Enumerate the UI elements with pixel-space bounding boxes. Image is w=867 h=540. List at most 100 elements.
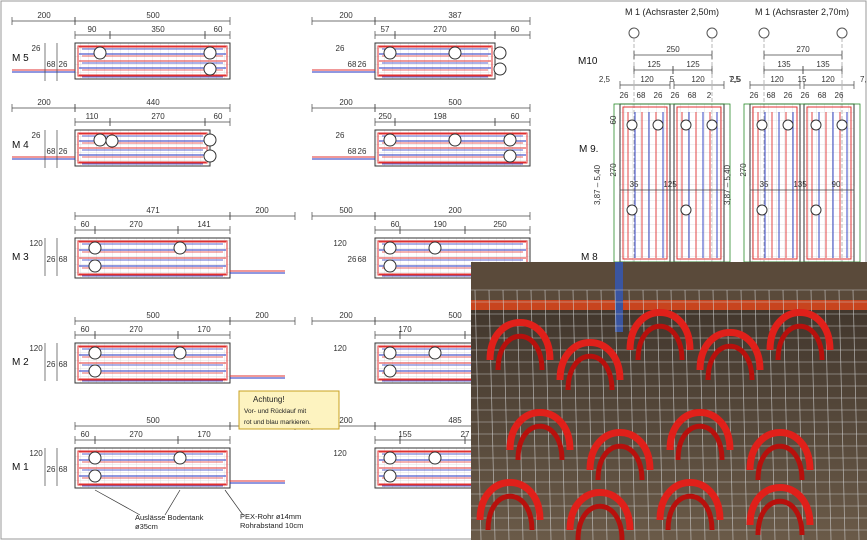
dim-b: 27 xyxy=(461,430,470,439)
dim-cell: 120 xyxy=(691,75,705,84)
dim-sub: 26 xyxy=(671,91,680,100)
red-pipe-loop xyxy=(696,329,764,371)
dim-half: 125 xyxy=(686,60,700,69)
red-pipe-loop xyxy=(485,493,535,531)
red-pipe-loop xyxy=(506,409,574,451)
red-pipe-loop xyxy=(665,493,715,531)
pipe-border xyxy=(752,106,798,260)
note-box: Achtung! Vor- und Rücklauf mit rot und b… xyxy=(238,390,340,430)
axis-marker xyxy=(758,27,770,39)
floor-tank-outlet xyxy=(493,46,507,60)
note-line2: rot und blau markieren. xyxy=(244,419,311,426)
floor-tank-outlet xyxy=(810,204,822,216)
dim-height-inner: 270 xyxy=(609,163,618,177)
floor-tank-outlet xyxy=(428,241,442,255)
dim-edge: 7,5 xyxy=(729,75,741,84)
dim-side: 120 xyxy=(333,344,347,353)
dim-c: 60 xyxy=(511,112,520,121)
floor-tank-outlet xyxy=(652,119,664,131)
red-pipe-loop xyxy=(556,339,624,381)
dim-side: 26 xyxy=(47,465,56,474)
floor-tank-outlet xyxy=(383,346,397,360)
dim-sub: 26 xyxy=(654,91,663,100)
dim-side: 26 xyxy=(47,360,56,369)
dim-c: 250 xyxy=(493,220,507,229)
pipe-border xyxy=(77,450,228,486)
red-pipe-loop xyxy=(746,484,814,526)
dim-c: 170 xyxy=(197,430,211,439)
module-name: M 5 xyxy=(12,53,29,64)
red-pipe-loop xyxy=(755,498,805,536)
floor-tank-outlet xyxy=(88,469,102,483)
rebar-vertical xyxy=(852,289,860,540)
floor-tank-outlet xyxy=(756,204,768,216)
dim-c: 60 xyxy=(511,25,520,34)
dim-total: 270 xyxy=(796,45,810,54)
dim-sub: 68 xyxy=(688,91,697,100)
dim-a: 110 xyxy=(86,112,99,121)
dim-cell: 120 xyxy=(770,75,784,84)
module-name: M 9. xyxy=(579,144,598,155)
floor-tank-outlet xyxy=(810,119,822,131)
dim-side: 68 xyxy=(348,147,357,156)
floor-tank-outlet xyxy=(203,62,217,76)
red-pipe-loop xyxy=(635,323,685,361)
red-pipe-loop xyxy=(566,489,634,531)
floor-tank-outlet xyxy=(383,259,397,273)
dim-edge: 2,5 xyxy=(599,75,611,84)
red-pipe-loop xyxy=(476,479,544,521)
pipe-border xyxy=(377,132,528,164)
rebar-vertical xyxy=(488,289,496,540)
dim-sub: 68 xyxy=(637,91,646,100)
rebar-pipe-photo xyxy=(471,262,867,540)
red-pipe-loop xyxy=(575,503,625,540)
dim-side: 26 xyxy=(336,44,345,53)
dim-b: 198 xyxy=(433,112,447,121)
dim-feed: 200 xyxy=(255,206,269,215)
dim-side: 120 xyxy=(333,449,347,458)
module-label-m10: M10 xyxy=(578,56,598,67)
floor-tank-outlet xyxy=(493,62,507,76)
red-pipe-loop xyxy=(675,423,725,461)
dim-c: 170 xyxy=(197,325,211,334)
floor-tank-outlet xyxy=(383,241,397,255)
dim-sub: 26 xyxy=(750,91,759,100)
dim-b: 350 xyxy=(151,25,165,34)
floor-tank-outlet xyxy=(680,204,692,216)
dim-c: 60 xyxy=(214,25,223,34)
module-name: M 3 xyxy=(12,252,29,263)
floor-tank-outlet xyxy=(503,133,517,147)
dim-side: 68 xyxy=(348,60,357,69)
floor-tank-outlet xyxy=(383,451,397,465)
dim-half: 125 xyxy=(647,60,661,69)
dim-a: 155 xyxy=(398,430,412,439)
crane-post xyxy=(615,262,623,332)
rebar-vertical xyxy=(474,289,482,540)
pipe-border xyxy=(77,345,228,381)
dim-gap: 5 xyxy=(670,75,675,84)
dim-a: 90 xyxy=(88,25,97,34)
dim-mid: 35 xyxy=(760,180,769,189)
dim-b: 270 xyxy=(151,112,165,121)
rebar-vertical xyxy=(600,289,608,540)
dim-feed: 200 xyxy=(339,311,353,320)
pipe-border xyxy=(806,106,852,260)
dim-mid: 90 xyxy=(832,180,841,189)
dim-b: 190 xyxy=(433,220,447,229)
dim-sub: 2 xyxy=(707,91,712,100)
dim-side: 68 xyxy=(358,255,367,264)
red-pipe-loop xyxy=(746,429,814,471)
dim-a: 60 xyxy=(81,220,90,229)
floor-tank-outlet xyxy=(383,469,397,483)
axis-marker xyxy=(628,27,640,39)
pipe-border xyxy=(622,106,668,260)
dim-side: 26 xyxy=(47,255,56,264)
